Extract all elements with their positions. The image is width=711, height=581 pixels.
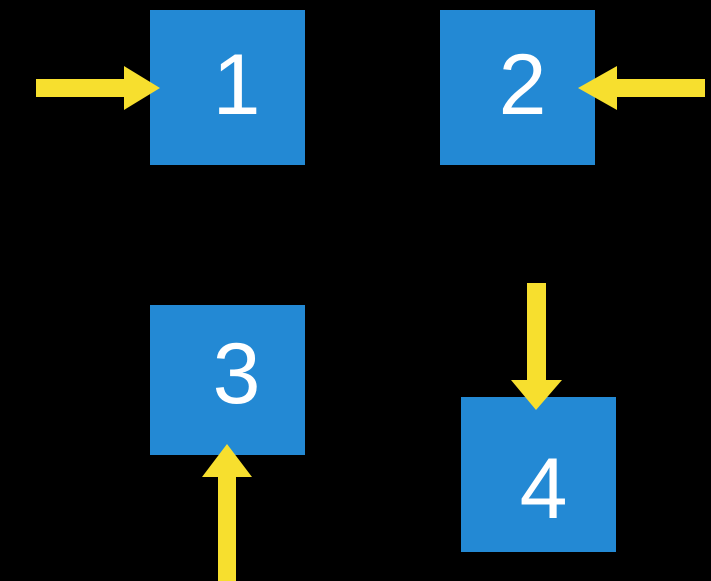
arrow-down-icon: [511, 283, 562, 410]
arrow-up-into-node-3: [202, 444, 252, 581]
arrow-right-icon: [36, 66, 160, 110]
node-block-2[interactable]: 2: [440, 10, 595, 165]
node-label-2: 2: [498, 36, 547, 133]
arrow-left-icon: [578, 66, 705, 110]
arrow-down-into-node-4: [511, 283, 562, 410]
node-block-3[interactable]: 3: [150, 305, 305, 455]
node-label-4: 4: [519, 440, 568, 537]
node-label-3: 3: [212, 326, 261, 422]
arrow-up-icon: [202, 444, 252, 581]
node-block-4[interactable]: 4: [461, 397, 616, 552]
arrow-left-into-node-2: [578, 66, 705, 110]
node-block-1[interactable]: 1: [150, 10, 305, 165]
node-label-1: 1: [212, 36, 261, 133]
arrow-right-into-node-1: [36, 66, 160, 110]
